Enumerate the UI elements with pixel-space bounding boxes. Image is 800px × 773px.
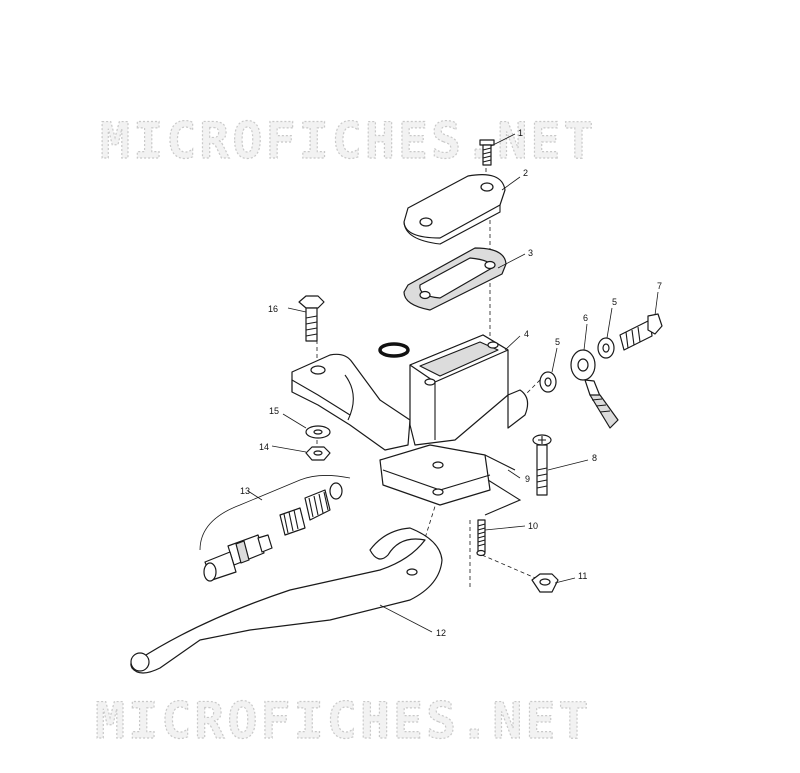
- part-6-banjo-fitting: [570, 349, 619, 429]
- callout-16: 16: [268, 304, 278, 314]
- callout-1: 1: [518, 128, 523, 138]
- part-8-bolt: [532, 434, 552, 496]
- part-1-screw: [479, 139, 495, 166]
- watermark-bottom: MICROFICHES.NET: [95, 692, 592, 750]
- leader-lines: [247, 133, 659, 633]
- callout-4: 4: [524, 329, 529, 339]
- part-7-banjo-bolt: [619, 313, 663, 351]
- part-5-washer-outer: [597, 337, 615, 359]
- callout-5-inner: 5: [555, 337, 560, 347]
- part-10-pivot-bolt: [476, 519, 486, 557]
- callout-2: 2: [523, 168, 528, 178]
- part-13-bracket: [199, 475, 351, 551]
- callout-11: 11: [578, 571, 587, 581]
- callout-3: 3: [528, 248, 533, 258]
- watermark-top: MICROFICHES.NET: [100, 112, 597, 170]
- part-12-brake-lever: [130, 527, 443, 674]
- part-14-nut: [305, 446, 331, 461]
- callout-10: 10: [528, 521, 538, 531]
- callout-6: 6: [583, 313, 588, 323]
- callout-8: 8: [592, 453, 597, 463]
- callout-14: 14: [259, 442, 269, 452]
- part-15-washer: [305, 425, 331, 439]
- part-16-bolt: [298, 295, 325, 342]
- part-5-washer-inner: [539, 371, 557, 393]
- callout-13: 13: [240, 486, 250, 496]
- part-2-cover: [403, 174, 506, 245]
- part-4-master-cylinder: [379, 334, 529, 516]
- callout-5-outer: 5: [612, 297, 617, 307]
- callout-12: 12: [436, 628, 446, 638]
- part-11-nut: [531, 573, 559, 593]
- part-3-diaphragm: [403, 247, 507, 311]
- callout-7: 7: [657, 281, 662, 291]
- o-ring: [378, 342, 410, 358]
- part-13-piston-assembly: [203, 482, 343, 582]
- callout-15: 15: [269, 406, 279, 416]
- clamp-bracket: [291, 353, 411, 451]
- callout-9: 9: [525, 474, 530, 484]
